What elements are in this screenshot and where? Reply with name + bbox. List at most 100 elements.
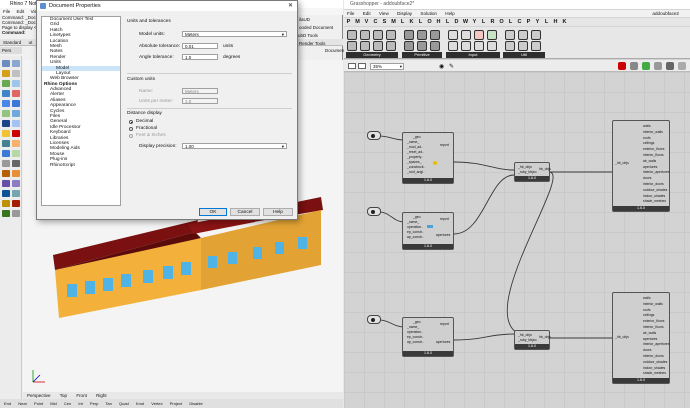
rhino-menu-view[interactable]: View xyxy=(31,9,41,14)
swatch-icon[interactable] xyxy=(487,41,497,51)
analyze-icon[interactable] xyxy=(2,200,10,207)
port-report-out[interactable]: report xyxy=(440,143,449,147)
port-outdoor-shades[interactable]: outdoor_shades xyxy=(643,187,668,192)
command-prompt[interactable]: Command: xyxy=(2,30,26,35)
snap-mid[interactable]: Mid xyxy=(50,401,57,406)
tree-item-plug-ins[interactable]: Plug-ins xyxy=(50,157,68,163)
dimension-icon[interactable] xyxy=(2,180,10,187)
tree-item-general[interactable]: General xyxy=(50,119,68,125)
port-geo[interactable]: _geo xyxy=(413,320,421,324)
snap-disable[interactable]: Disable xyxy=(189,401,203,406)
cylinder-icon[interactable] xyxy=(2,120,10,127)
port-outdoor-shades[interactable]: outdoor_shades xyxy=(643,359,668,364)
port-property[interactable]: _property.. xyxy=(407,155,423,159)
rhino-menu-file[interactable]: File xyxy=(3,9,11,14)
port-interior-walls[interactable]: interior_walls xyxy=(643,301,663,306)
copy-icon[interactable] xyxy=(12,150,20,157)
snap-vertex[interactable]: Vertex xyxy=(151,401,163,406)
tree-item-aliases[interactable]: Aliases xyxy=(50,97,66,103)
snap-tan[interactable]: Tan xyxy=(105,401,112,406)
gh-menu-file[interactable]: File xyxy=(347,11,355,16)
gh-tab-17[interactable]: O xyxy=(499,19,504,25)
gh-menu-solution[interactable]: Solution xyxy=(420,11,437,16)
selected-preview-icon[interactable] xyxy=(654,62,662,70)
geometry-param-node-3[interactable] xyxy=(367,315,381,324)
hb-aperture-node-1[interactable]: _geo _name_ operation.. ep_constr.. ap_c… xyxy=(402,212,454,250)
rectangle-icon[interactable] xyxy=(2,90,10,97)
tree-item-rhinoscript[interactable]: RhinoScript xyxy=(50,162,75,168)
toggle-icon[interactable] xyxy=(461,30,471,40)
gh-tab-9[interactable]: O xyxy=(427,19,432,25)
tree-item-alerter[interactable]: Alerter xyxy=(50,92,65,98)
gh-tab-4[interactable]: S xyxy=(382,19,387,25)
tab-standard[interactable]: Standard xyxy=(3,40,22,45)
tab-fragment-ut[interactable]: ut xyxy=(28,40,33,45)
gh-menu-edit[interactable]: Edit xyxy=(362,11,371,16)
gh-tab-6[interactable]: L xyxy=(400,19,405,25)
gh-tab-20[interactable]: P xyxy=(526,19,531,25)
text-param-icon[interactable] xyxy=(404,41,414,51)
port-interior-floors[interactable]: interior_floors xyxy=(643,325,664,329)
properties-icon[interactable] xyxy=(12,190,20,197)
port-exterior-floors[interactable]: exterior_floors xyxy=(643,147,665,152)
domain-param-icon[interactable] xyxy=(430,41,440,51)
port-apertures[interactable]: apertures xyxy=(643,164,658,169)
wireframe-icon[interactable] xyxy=(630,62,638,70)
array-icon[interactable] xyxy=(12,170,20,177)
gh-tab-0[interactable]: P xyxy=(346,19,351,25)
tree-item-cycles[interactable]: Cycles xyxy=(50,108,65,114)
port-hb-objs-out[interactable]: hb_objs xyxy=(539,335,551,339)
tree-item-keyboard[interactable]: Keyboard xyxy=(50,130,71,136)
brep-param-icon[interactable] xyxy=(347,41,357,51)
point-param-icon[interactable] xyxy=(347,30,357,40)
port-spaces[interactable]: _spaces_ xyxy=(407,160,422,164)
port-ep-constr[interactable]: ep_constr.. xyxy=(407,335,424,339)
gh-tab-11[interactable]: L xyxy=(445,19,450,25)
render-icon[interactable] xyxy=(12,200,20,207)
port-ceilings[interactable]: ceilings xyxy=(643,313,655,318)
gh-tab-14[interactable]: Y xyxy=(472,19,477,25)
vp-tab-top[interactable]: Top xyxy=(59,393,68,398)
port-walls[interactable]: walls xyxy=(643,124,651,128)
snap-quad[interactable]: Quad xyxy=(119,401,129,406)
port-ceilings[interactable]: ceilings xyxy=(643,141,655,146)
gh-menu-display[interactable]: Display xyxy=(397,11,413,16)
curve-icon[interactable] xyxy=(2,70,10,77)
radio-fractional[interactable] xyxy=(129,127,133,131)
trim-icon[interactable] xyxy=(12,130,20,137)
port-interior-apertures[interactable]: interior_apertures xyxy=(643,342,670,347)
tree-item-advanced[interactable]: Advanced xyxy=(50,87,72,93)
port-constructi[interactable]: _constructi.. xyxy=(407,165,426,169)
gradient-icon[interactable] xyxy=(461,41,471,51)
cluster-icon[interactable] xyxy=(518,30,528,40)
join-icon[interactable] xyxy=(12,140,20,147)
curve-param-icon[interactable] xyxy=(373,30,383,40)
subd-tools-tab[interactable]: ubD Tools xyxy=(298,33,318,38)
tree-item-units[interactable]: Units xyxy=(50,60,61,66)
port-apertures-out[interactable]: apertures xyxy=(436,233,451,237)
gh-tab-7[interactable]: K xyxy=(409,19,414,25)
integer-param-icon[interactable] xyxy=(417,30,427,40)
port-indoor-shades[interactable]: indoor_shades xyxy=(643,193,666,198)
tree-item-render[interactable]: Render xyxy=(50,54,66,60)
tree-item-appearance[interactable]: Appearance xyxy=(50,103,76,109)
hb-merge-node-2[interactable]: _hb_objs _ruby_hbjso hb_objs 1.6.0 xyxy=(514,330,551,350)
zoom-input[interactable]: 35% ▾ xyxy=(370,63,404,70)
port-air-walls[interactable]: air_walls xyxy=(643,330,657,335)
extrude-icon[interactable] xyxy=(2,110,10,117)
mesh-settings-icon[interactable] xyxy=(666,62,674,70)
radio-decimal[interactable] xyxy=(129,120,133,124)
tree-item-layout[interactable]: Layout xyxy=(56,70,71,76)
port-ap-constr[interactable]: ap_constr.. xyxy=(407,340,424,344)
colour-param-icon[interactable] xyxy=(417,41,427,51)
port-roofs[interactable]: roofs xyxy=(643,135,651,140)
gh-tab-19[interactable]: C xyxy=(517,19,522,25)
angle-tol-input[interactable]: 1.0 xyxy=(182,54,218,60)
port-indoor-shades[interactable]: indoor_shades xyxy=(643,365,666,370)
gh-tab-3[interactable]: C xyxy=(373,19,378,25)
port-interior-floors[interactable]: interior_floors xyxy=(643,153,664,157)
persp-tab[interactable]: Pers xyxy=(0,47,22,54)
surface-icon[interactable] xyxy=(2,100,10,107)
